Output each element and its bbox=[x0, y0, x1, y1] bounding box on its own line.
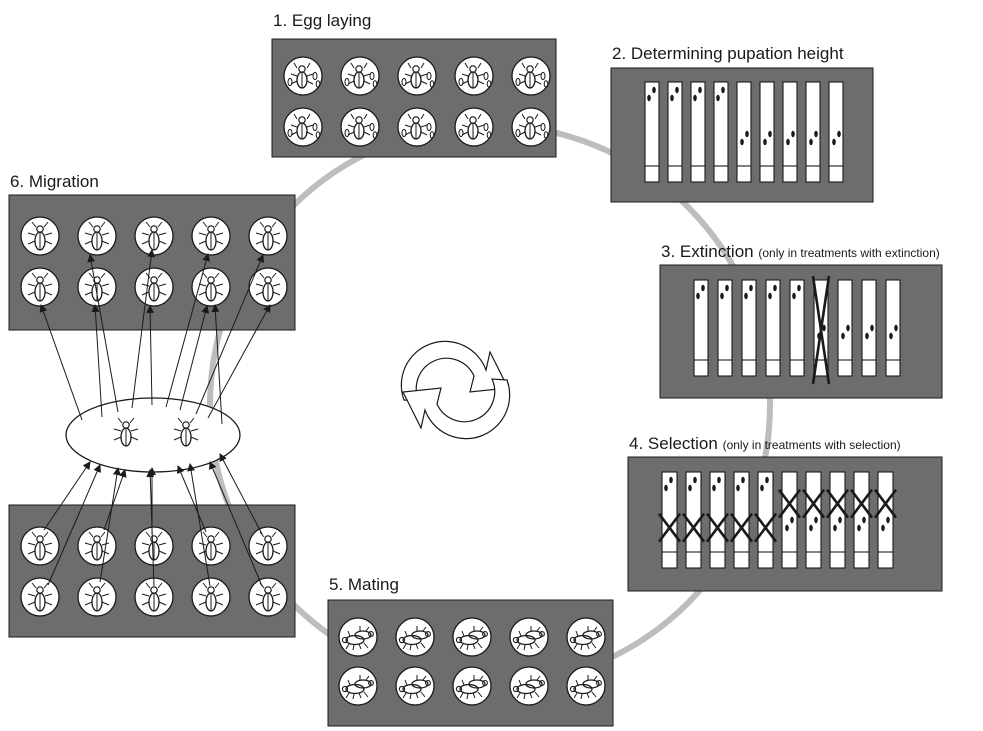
vial-fly-icon bbox=[192, 578, 230, 616]
vial-tube bbox=[645, 82, 659, 182]
vial-fly-icon bbox=[78, 578, 116, 616]
vial-mating-icon bbox=[567, 667, 605, 705]
vial-fly-icon bbox=[192, 527, 230, 565]
vial-fly-icon bbox=[192, 268, 230, 306]
vial-fly-icon bbox=[135, 217, 173, 255]
vial-tube bbox=[691, 82, 705, 182]
vial-fly-icon bbox=[135, 527, 173, 565]
vial-mating-icon bbox=[339, 618, 377, 656]
panel-pupation-height bbox=[611, 68, 873, 202]
vial-tube bbox=[760, 82, 774, 182]
vial-mating-icon bbox=[396, 667, 434, 705]
vial-fly-icon bbox=[21, 268, 59, 306]
vial-tube bbox=[755, 472, 776, 568]
step-label-migration: 6. Migration bbox=[10, 173, 99, 190]
vial-tube bbox=[718, 280, 732, 376]
vial-fly-eggs-icon bbox=[512, 57, 550, 95]
vial-tube bbox=[694, 280, 708, 376]
panel-migration-destination bbox=[9, 195, 295, 330]
vial-mating-icon bbox=[567, 618, 605, 656]
panel-mating bbox=[328, 600, 613, 726]
step-label-pupation-height: 2. Determining pupation height bbox=[612, 45, 844, 62]
vial-tube bbox=[742, 280, 756, 376]
vial-fly-eggs-icon bbox=[398, 57, 436, 95]
vial-tube bbox=[829, 82, 843, 182]
vial-fly-icon bbox=[21, 527, 59, 565]
vial-tube bbox=[803, 472, 824, 568]
vial-tube bbox=[827, 472, 848, 568]
vial-mating-icon bbox=[510, 667, 548, 705]
vial-fly-eggs-icon bbox=[512, 108, 550, 146]
vial-fly-icon bbox=[192, 217, 230, 255]
vial-fly-icon bbox=[78, 268, 116, 306]
vial-fly-eggs-icon bbox=[341, 57, 379, 95]
vial-mating-icon bbox=[453, 667, 491, 705]
vial-fly-eggs-icon bbox=[455, 57, 493, 95]
vial-tube bbox=[707, 472, 728, 568]
step-note-selection: (only in treatments with selection) bbox=[723, 438, 901, 452]
vial-tube bbox=[659, 472, 680, 568]
panel-egg-laying bbox=[272, 39, 556, 157]
vial-tube bbox=[790, 280, 804, 376]
step-label-egg-laying: 1. Egg laying bbox=[273, 12, 371, 29]
vial-tube bbox=[731, 472, 752, 568]
vial-fly-eggs-icon bbox=[398, 108, 436, 146]
vial-tube bbox=[766, 280, 780, 376]
vial-fly-eggs-icon bbox=[341, 108, 379, 146]
panel-selection bbox=[628, 457, 942, 591]
vial-tube bbox=[668, 82, 682, 182]
vial-tube bbox=[886, 280, 900, 376]
vial-fly-icon bbox=[249, 217, 287, 255]
vial-fly-icon bbox=[21, 217, 59, 255]
vial-fly-eggs-icon bbox=[455, 108, 493, 146]
vial-tube bbox=[714, 82, 728, 182]
vial-mating-icon bbox=[453, 618, 491, 656]
step-note-extinction: (only in treatments with extinction) bbox=[758, 246, 939, 260]
vial-fly-icon bbox=[135, 268, 173, 306]
vial-fly-icon bbox=[249, 578, 287, 616]
migrant-pool bbox=[66, 398, 240, 472]
vial-tube bbox=[779, 472, 800, 568]
step-label-selection: 4. Selection (only in treatments with se… bbox=[629, 435, 901, 452]
vial-mating-icon bbox=[396, 618, 434, 656]
cycle-arrows-icon bbox=[401, 341, 509, 438]
vial-fly-icon bbox=[78, 527, 116, 565]
vial-tube bbox=[875, 472, 896, 568]
vial-fly-icon bbox=[78, 217, 116, 255]
vial-tube bbox=[851, 472, 872, 568]
vial-tube bbox=[806, 82, 820, 182]
vial-fly-icon bbox=[249, 527, 287, 565]
vial-tube bbox=[783, 82, 797, 182]
vial-tube bbox=[737, 82, 751, 182]
step-label-extinction: 3. Extinction (only in treatments with e… bbox=[661, 243, 940, 260]
vial-mating-icon bbox=[510, 618, 548, 656]
vial-tube bbox=[838, 280, 852, 376]
vial-mating-icon bbox=[339, 667, 377, 705]
vial-fly-eggs-icon bbox=[284, 108, 322, 146]
vial-tube bbox=[683, 472, 704, 568]
step-label-mating: 5. Mating bbox=[329, 576, 399, 593]
panel-extinction bbox=[660, 265, 942, 398]
vial-fly-eggs-icon bbox=[284, 57, 322, 95]
vial-fly-icon bbox=[21, 578, 59, 616]
vial-tube bbox=[862, 280, 876, 376]
